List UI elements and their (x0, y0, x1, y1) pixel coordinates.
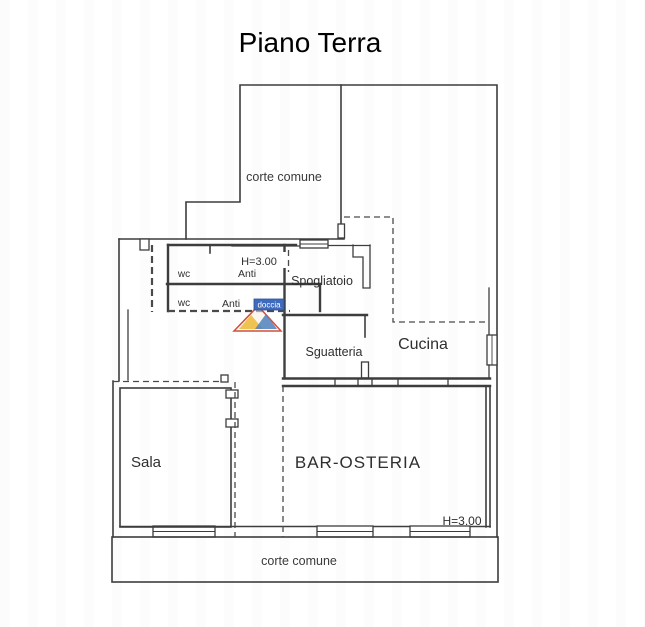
walls-solid (111, 84, 499, 583)
label-sala: Sala (131, 454, 162, 471)
label-height-bar: H=3.00 (442, 514, 481, 528)
wall-spogliatoio-right-step (352, 244, 371, 289)
labels: Piano Terra corte comune H=3.00 wc Anti … (131, 27, 482, 568)
label-doccia: doccia (257, 301, 281, 310)
wall-sala-notch-upper (225, 389, 239, 399)
label-courtyard-top: corte comune (246, 170, 322, 184)
wall-sala-outline (119, 387, 232, 528)
label-wc-upper: wc (177, 269, 190, 280)
dashed-cucina-boundary (344, 216, 489, 323)
agency-logo-watermark (232, 304, 283, 332)
label-courtyard-bottom: corte comune (261, 554, 337, 568)
logo-triangle-yellow (239, 315, 263, 329)
label-sguatteria: Sguatteria (306, 345, 363, 359)
label-wc-lower: wc (177, 298, 190, 309)
wall-stub-above-sala (220, 374, 229, 383)
label-cucina: Cucina (398, 336, 448, 353)
label-anti-lower: Anti (222, 298, 240, 310)
logo-triangle-blue (255, 314, 277, 329)
wall-band-ticks (334, 378, 449, 387)
label-height-top: H=3.00 (241, 256, 277, 268)
label-bar-osteria: BAR-OSTERIA (295, 453, 421, 472)
wall-sguatteria-door-stub (360, 361, 370, 379)
label-anti-upper: Anti (238, 268, 256, 280)
doccia-badge (253, 298, 285, 311)
window-courtyard-divider (337, 223, 346, 239)
lines-dashed (113, 216, 489, 537)
wall-bottom-courtyard (111, 536, 499, 583)
wall-sala-notch-lower (225, 418, 239, 428)
wall-stub-top-left (139, 238, 150, 251)
label-spogliatoio: Spogliatoio (291, 274, 353, 288)
wall-top-courtyard-outline (185, 84, 498, 538)
page-title: Piano Terra (239, 27, 382, 58)
door-gap-spogliatoio (281, 252, 289, 268)
